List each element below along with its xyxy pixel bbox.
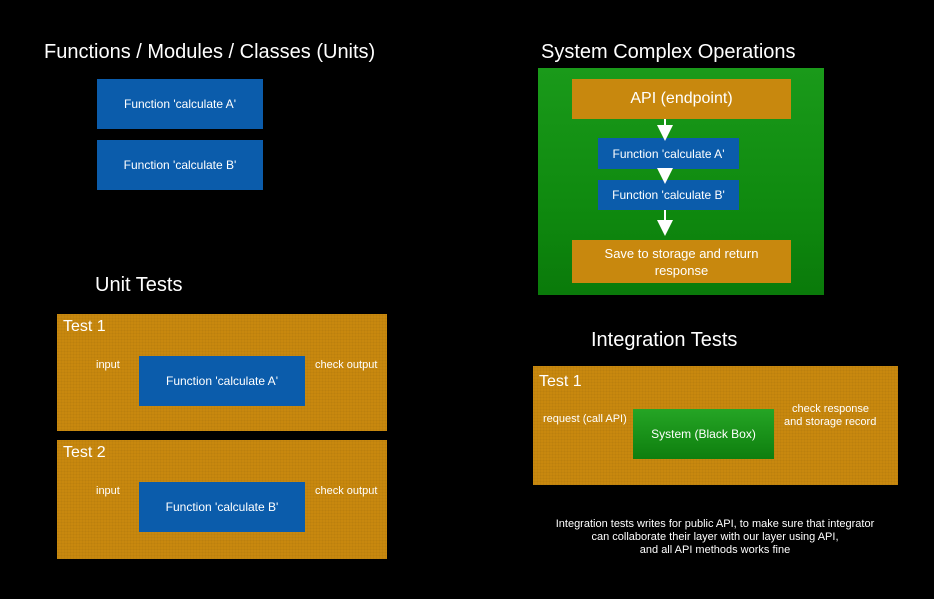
unit-test-2-function: Function 'calculate B': [139, 482, 305, 532]
unit-test-1-input-label: input: [96, 359, 120, 371]
integration-note: Integration tests writes for public API,…: [520, 518, 910, 557]
request-label: request (call API): [543, 413, 627, 425]
integration-test-panel: [533, 366, 898, 485]
check-storage-label: and storage record: [784, 416, 877, 428]
units-title: Functions / Modules / Classes (Units): [44, 41, 376, 63]
unit-test-1-label: Test 1: [63, 318, 106, 335]
integration-tests-title: Integration Tests: [591, 329, 738, 351]
save-storage-box: Save to storage and return response: [572, 240, 791, 283]
unit-tests-title: Unit Tests: [95, 274, 183, 296]
unit-test-2-panel: [57, 440, 387, 559]
system-black-box: System (Black Box): [633, 409, 774, 459]
integration-test-label: Test 1: [539, 373, 582, 390]
unit-test-2-input-label: input: [96, 485, 120, 497]
unit-test-2-label: Test 2: [63, 444, 106, 461]
integration-note-line-2: can collaborate their layer with our lay…: [591, 531, 839, 543]
system-title: System Complex Operations: [541, 41, 796, 63]
integration-note-line-1: Integration tests writes for public API,…: [555, 518, 875, 530]
check-response-label: check response: [792, 403, 870, 415]
unit-function-a: Function 'calculate A': [97, 79, 263, 129]
api-endpoint-box: API (endpoint): [572, 79, 791, 119]
system-function-b: Function 'calculate B': [598, 180, 739, 210]
unit-test-1-function: Function 'calculate A': [139, 356, 305, 406]
unit-test-2-output-label: check output: [315, 485, 378, 497]
unit-function-b: Function 'calculate B': [97, 140, 263, 190]
integration-note-line-3: and all API methods works fine: [639, 544, 791, 556]
unit-test-1-output-label: check output: [315, 359, 378, 371]
system-function-a: Function 'calculate A': [598, 138, 739, 169]
